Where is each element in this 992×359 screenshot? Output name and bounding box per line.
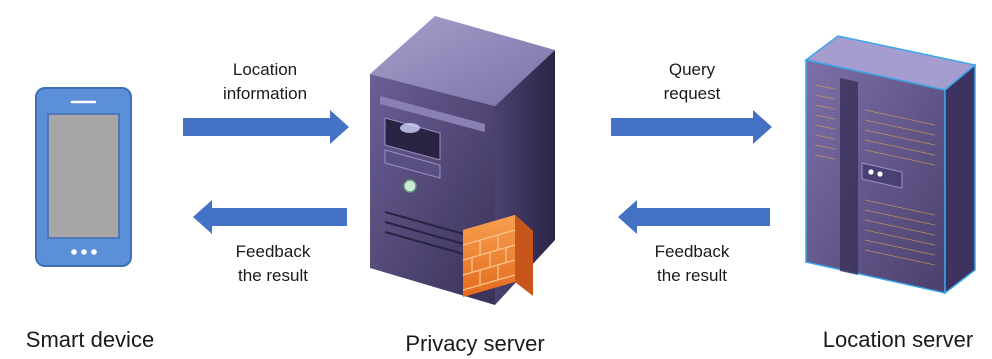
arrow-label-location-information: Location information: [205, 58, 325, 106]
arrow-label-line1: Query: [668, 60, 716, 79]
arrow-location-to-privacy: [618, 200, 770, 234]
location-server-icon: [804, 35, 977, 295]
arrow-label-query-request: Query request: [632, 58, 752, 106]
arrow-device-to-privacy: [183, 110, 349, 144]
smart-device-icon: [35, 87, 132, 267]
arrow-privacy-to-device: [193, 200, 347, 234]
arrow-label-line1: Feedback: [654, 242, 730, 261]
arrow-label-line1: Feedback: [235, 242, 311, 261]
arrow-label-line1: Location: [232, 60, 298, 79]
location-server-label: Location server: [822, 327, 974, 352]
arrow-label-feedback-right: Feedback the result: [632, 240, 752, 288]
privacy-server-label: Privacy server: [405, 331, 545, 356]
arrow-label-line2: request: [663, 84, 721, 103]
arrow-privacy-to-location: [611, 110, 772, 144]
arrow-label-feedback-left: Feedback the result: [213, 240, 333, 288]
arrow-label-line2: information: [222, 84, 308, 103]
firewall-icon: [462, 215, 533, 297]
arrow-label-line2: the result: [657, 266, 727, 285]
smart-device-label: Smart device: [25, 327, 155, 352]
arrow-label-line2: the result: [238, 266, 308, 285]
